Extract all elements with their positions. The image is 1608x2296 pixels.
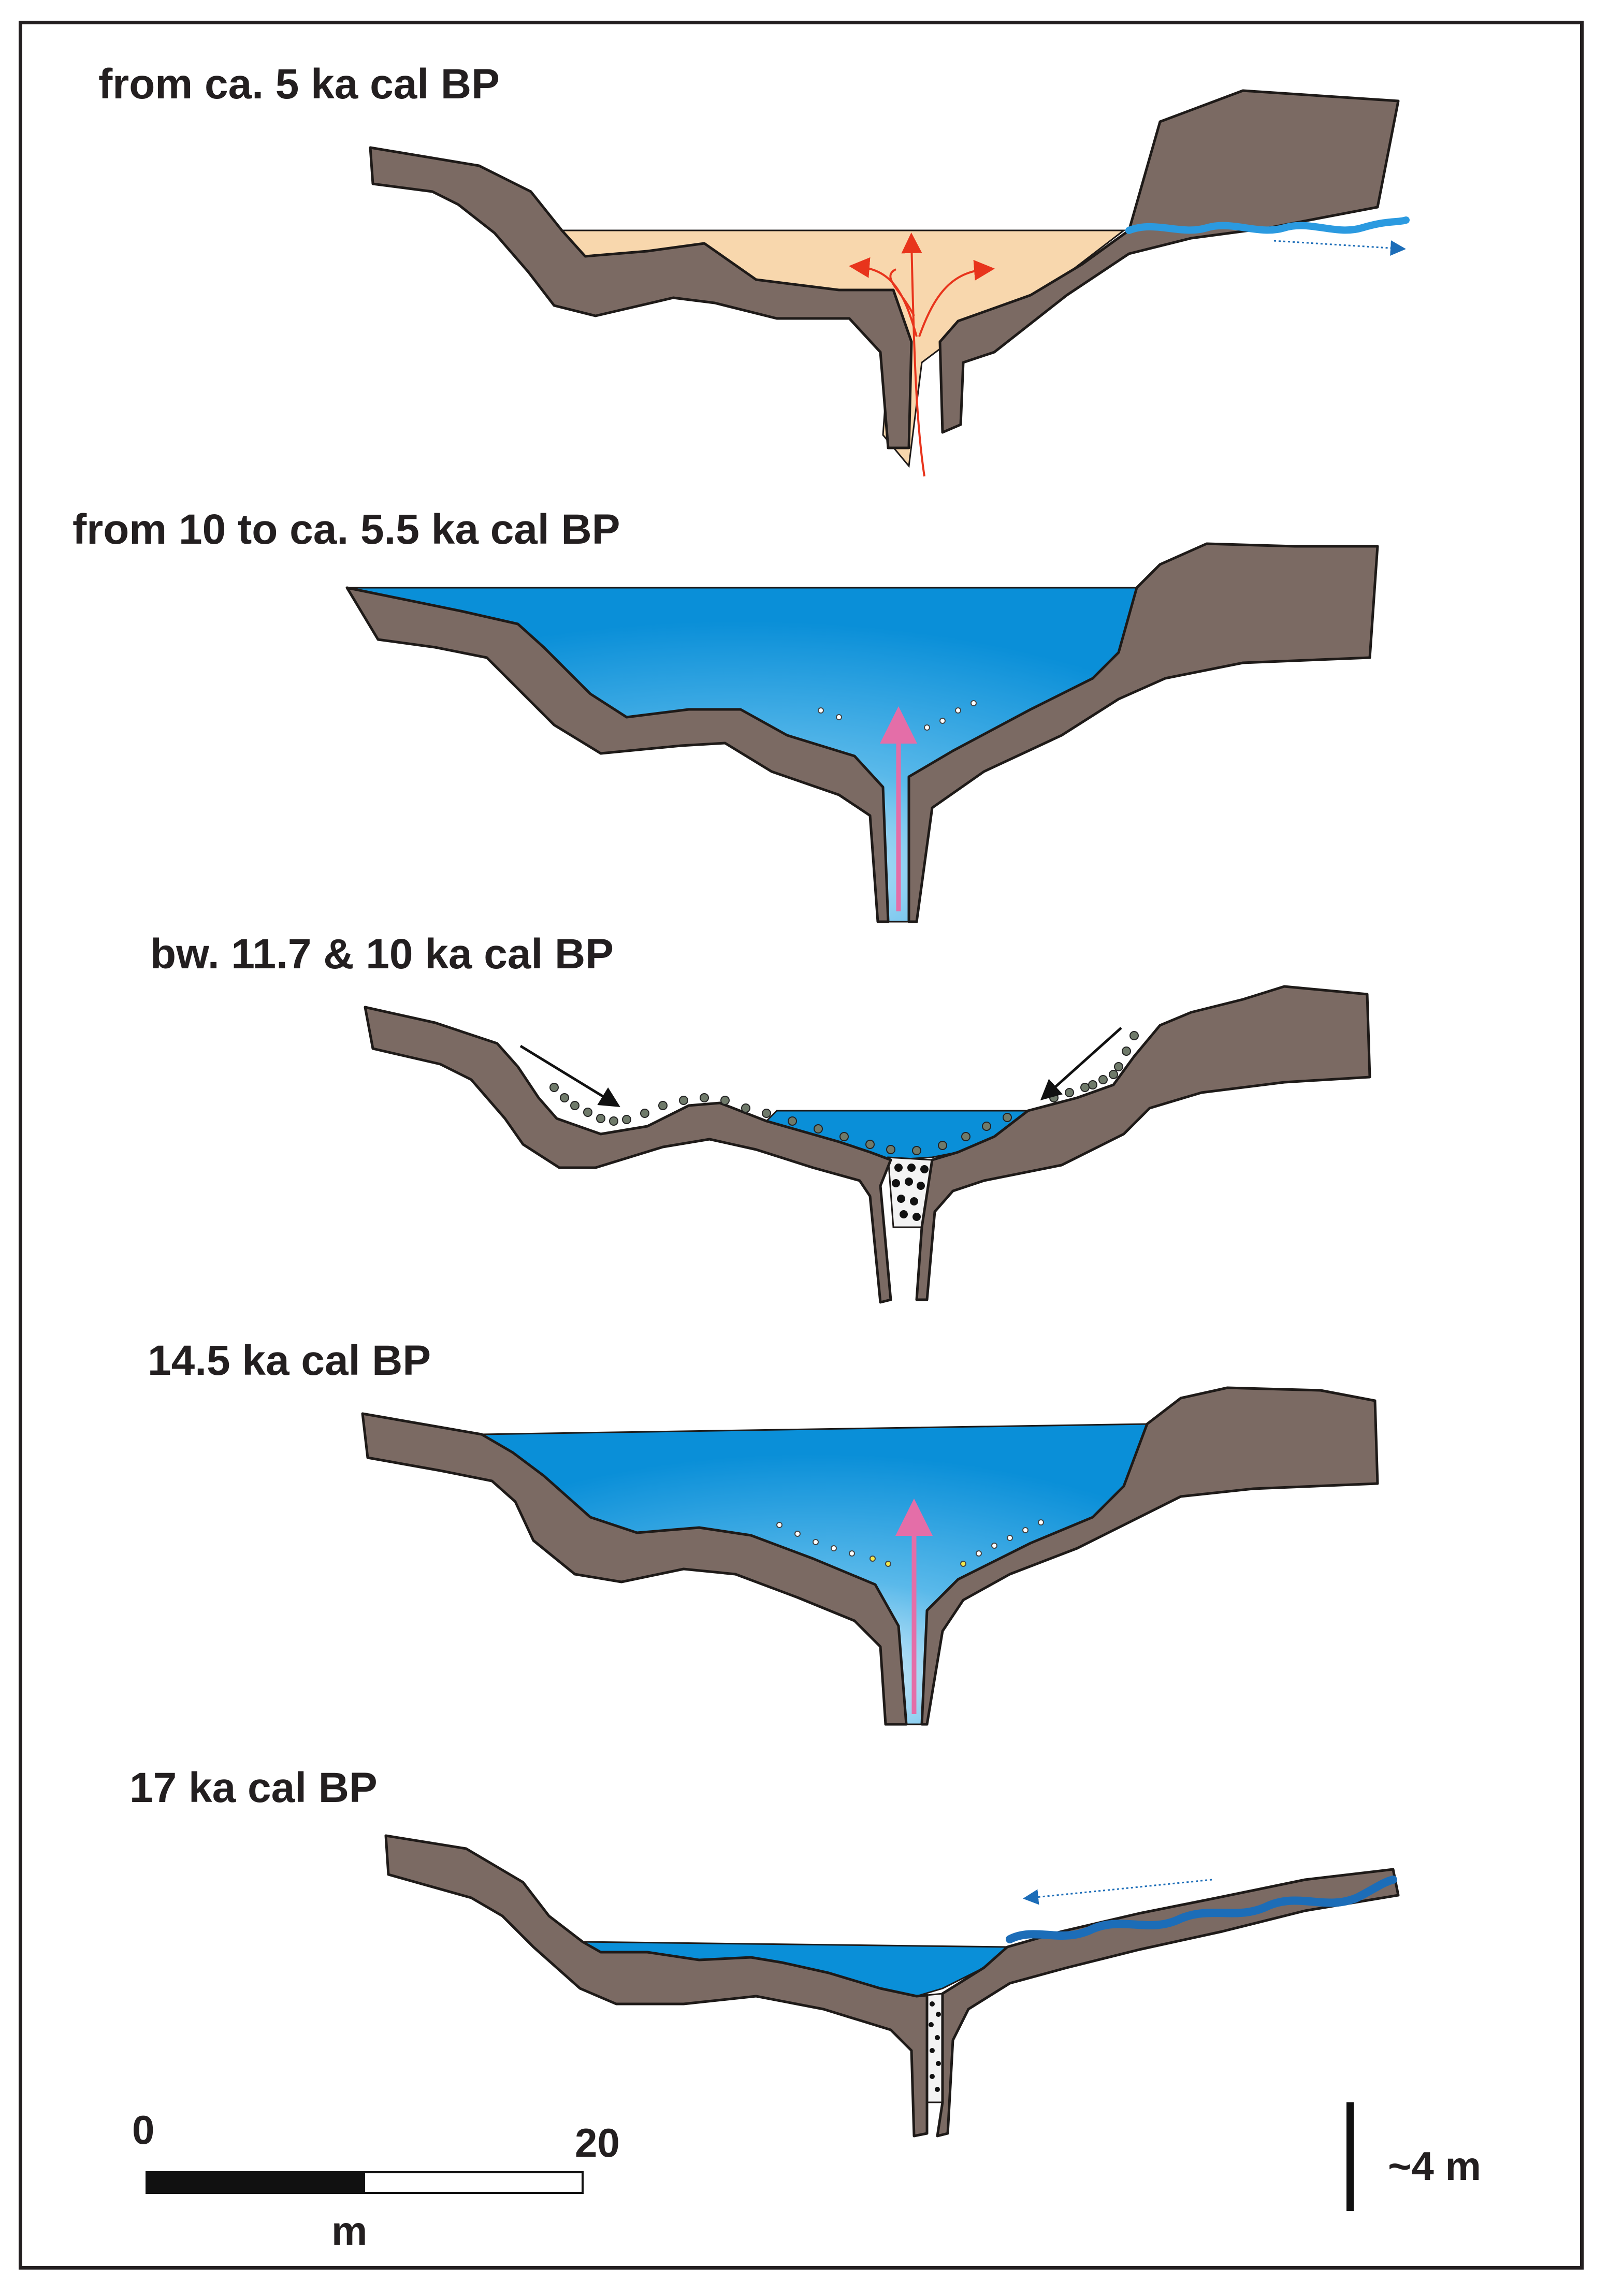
breccia-fill	[926, 1993, 944, 2103]
panel-5: 17 ka cal BP	[129, 1764, 1400, 2138]
rock-right	[915, 985, 1371, 1301]
breccia-clasts	[892, 1164, 929, 1221]
inflow-river	[1006, 1876, 1397, 1943]
scale-unit-label: m	[331, 2208, 367, 2254]
horizontal-scale-bar: 0 20 m	[132, 2107, 620, 2254]
slope-input-arrow-left	[519, 1044, 620, 1107]
rock-left	[364, 1006, 892, 1304]
debris-clasts	[549, 1031, 1139, 1155]
outflow-river	[1125, 216, 1410, 234]
scale-bar-black-segment	[146, 2171, 365, 2194]
vertical-scale-line	[1346, 2102, 1354, 2211]
rock-right	[907, 542, 1379, 923]
panel-3: bw. 11.7 & 10 ka cal BP	[150, 931, 1371, 1304]
vertical-scale-label: ~4 m	[1388, 2143, 1481, 2189]
scale-end-label: 20	[575, 2120, 620, 2166]
panel-3-label: bw. 11.7 & 10 ka cal BP	[150, 931, 614, 978]
breccia-clasts	[929, 2001, 941, 2092]
slope-input-arrow-right	[1040, 1027, 1122, 1101]
vertical-scale-bar: ~4 m	[1346, 2102, 1481, 2211]
rock-right	[920, 1386, 1379, 1726]
panel-2-label: from 10 to ca. 5.5 ka cal BP	[73, 506, 620, 553]
panel-2: from 10 to ca. 5.5 ka cal BP	[73, 506, 1379, 923]
rock-left	[384, 1834, 929, 2138]
rock-left	[345, 586, 890, 923]
red-flow-arrows	[849, 232, 995, 477]
scale-start-label: 0	[132, 2107, 154, 2153]
outflow-arrow	[1273, 240, 1406, 256]
figure-frame	[19, 21, 1584, 2270]
inflow-arrow	[1023, 1879, 1212, 1905]
rock-right	[938, 89, 1400, 434]
sediment-grains	[818, 700, 977, 731]
rock-right	[936, 1868, 1400, 2138]
panel-1-label: from ca. 5 ka cal BP	[98, 61, 500, 108]
rock-left	[369, 146, 913, 449]
panel-5-label: 17 ka cal BP	[129, 1764, 378, 1811]
rock-left	[361, 1412, 908, 1726]
panel-4-label: 14.5 ka cal BP	[148, 1337, 431, 1384]
panel-1: from ca. 5 ka cal BP	[98, 61, 1410, 477]
panel-4: 14.5 ka cal BP	[148, 1337, 1379, 1726]
scale-bar-white-segment	[363, 2171, 584, 2194]
sediment-grains	[776, 1519, 1044, 1567]
